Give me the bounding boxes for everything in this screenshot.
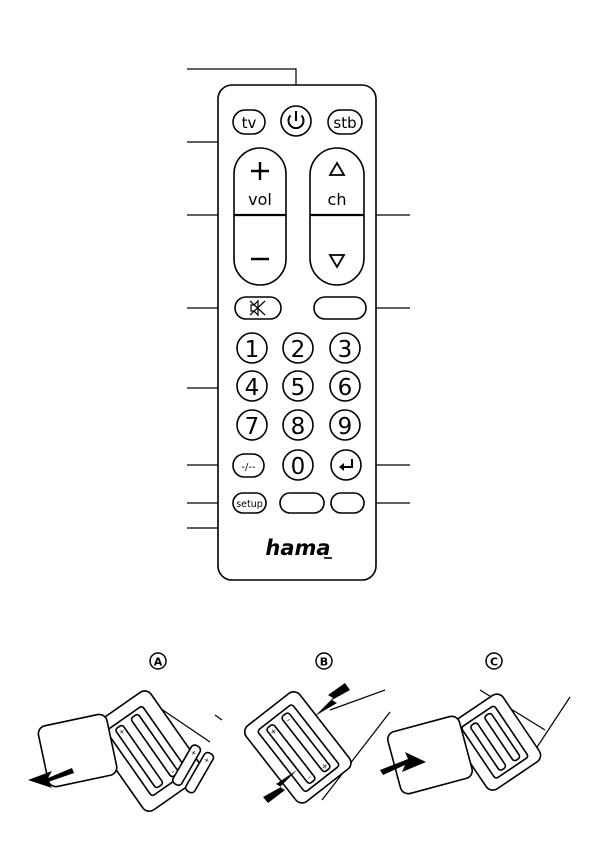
number-label-3: 3 xyxy=(338,337,353,363)
battery-cover-a xyxy=(37,713,118,788)
number-button-8[interactable] xyxy=(282,409,314,441)
loose-battery-plus-2: + xyxy=(202,756,211,766)
arrow-left-icon xyxy=(28,768,74,788)
brand-label: hama xyxy=(265,536,330,560)
number-button-9[interactable] xyxy=(329,409,361,441)
number-button-0[interactable] xyxy=(282,449,314,481)
step-a-marker: A xyxy=(149,652,167,670)
number-label-5: 5 xyxy=(291,375,306,401)
stb-label: stb xyxy=(333,114,356,132)
remote-back-c xyxy=(448,693,542,791)
digit-toggle-button[interactable] xyxy=(232,453,265,478)
digit-toggle-label: -/-- xyxy=(241,462,256,473)
return-icon xyxy=(339,459,353,471)
power-icon xyxy=(287,111,305,130)
battery-b-minus-1: – xyxy=(305,772,314,782)
battery-b-minus-2: – xyxy=(284,715,293,725)
mute-icon xyxy=(249,299,266,317)
number-pad: 1 2 3 4 5 6 7 8 9 xyxy=(236,332,361,441)
number-label-9: 9 xyxy=(338,414,353,440)
number-button-3[interactable] xyxy=(329,332,361,364)
number-button-6[interactable] xyxy=(329,370,361,402)
number-label-8: 8 xyxy=(291,414,306,440)
arrow-right-icon xyxy=(380,752,426,775)
tv-label: tv xyxy=(242,114,257,132)
compartment-a-plus-1: + xyxy=(117,727,127,737)
step-b-label: B xyxy=(320,656,328,669)
blank-button-top-right[interactable] xyxy=(313,296,367,320)
channel-rocker[interactable] xyxy=(309,147,365,286)
number-label-1: 1 xyxy=(245,337,260,363)
ch-label: ch xyxy=(328,190,347,209)
step-b-illustration: + + – – xyxy=(243,683,391,804)
channel-down-icon xyxy=(328,254,346,269)
arrow-insert-bottom-icon xyxy=(263,770,297,803)
hama-logo: hama xyxy=(265,536,332,560)
step-a-label: A xyxy=(154,656,163,669)
setup-label: setup xyxy=(236,499,263,510)
loose-batteries: + + xyxy=(171,744,215,794)
number-label-6: 6 xyxy=(338,375,353,401)
step-a-illustration: + – + + xyxy=(28,690,223,812)
volume-rocker[interactable] xyxy=(233,147,287,286)
compartment-a-minus-1: – xyxy=(169,767,177,776)
stb-button[interactable] xyxy=(327,109,363,135)
channel-up-icon xyxy=(328,161,346,176)
number-label-4: 4 xyxy=(245,375,260,401)
volume-up-icon xyxy=(251,162,269,180)
arrow-insert-top-icon xyxy=(315,683,350,716)
setup-button[interactable] xyxy=(232,492,267,514)
number-label-2: 2 xyxy=(291,337,306,363)
loose-battery-plus-1: + xyxy=(189,748,198,758)
blank-button-bottom-right[interactable] xyxy=(330,492,365,514)
number-button-7[interactable] xyxy=(236,409,268,441)
battery-cover-c xyxy=(386,715,474,795)
number-button-2[interactable] xyxy=(282,332,314,364)
blank-button-bottom-middle[interactable] xyxy=(279,492,325,514)
return-button[interactable] xyxy=(330,449,362,481)
step-c-label: C xyxy=(490,656,498,669)
vol-label: vol xyxy=(248,190,272,209)
battery-b-plus-1: + xyxy=(268,726,279,737)
tv-button[interactable] xyxy=(232,109,266,135)
battery-b-plus-2: + xyxy=(319,761,330,772)
step-b-marker: B xyxy=(315,652,333,670)
step-c-marker: C xyxy=(485,652,503,670)
step-c-illustration xyxy=(380,689,571,795)
remote-back-b: + + – – xyxy=(243,691,352,804)
number-label-7: 7 xyxy=(245,414,260,440)
number-button-1[interactable] xyxy=(236,332,268,364)
number-button-5[interactable] xyxy=(282,370,314,402)
number-label-0: 0 xyxy=(291,454,306,480)
number-button-4[interactable] xyxy=(236,370,268,402)
